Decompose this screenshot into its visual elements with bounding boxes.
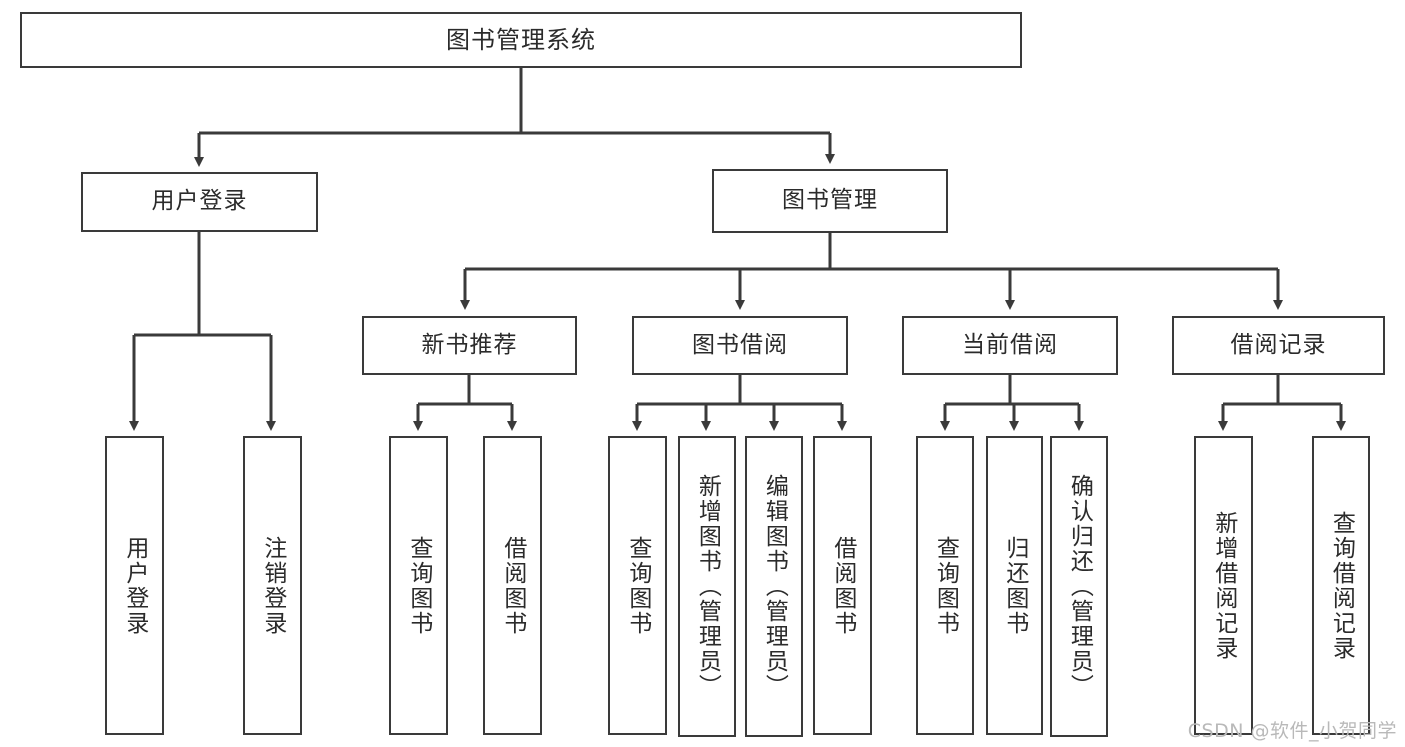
node-borrow-record[interactable]: 借阅记录 xyxy=(1172,316,1385,375)
leaf-query-book-new[interactable]: 查询图书 xyxy=(389,436,448,735)
leaf-edit-book-admin[interactable]: 编辑图书（管理员） xyxy=(745,436,803,737)
node-new-book-recommend[interactable]: 新书推荐 xyxy=(362,316,577,375)
node-current-borrow[interactable]: 当前借阅 xyxy=(902,316,1118,375)
node-book-management[interactable]: 图书管理 xyxy=(712,169,948,233)
leaf-return-book[interactable]: 归还图书 xyxy=(986,436,1043,735)
leaf-user-login[interactable]: 用户登录 xyxy=(105,436,164,735)
leaf-add-book-admin[interactable]: 新增图书（管理员） xyxy=(678,436,736,737)
leaf-logout[interactable]: 注销登录 xyxy=(243,436,302,735)
leaf-query-borrow-record[interactable]: 查询借阅记录 xyxy=(1312,436,1370,735)
leaf-query-book-current[interactable]: 查询图书 xyxy=(916,436,974,735)
leaf-borrow-book[interactable]: 借阅图书 xyxy=(813,436,872,735)
leaf-confirm-return-admin[interactable]: 确认归还（管理员） xyxy=(1050,436,1108,737)
node-user-login[interactable]: 用户登录 xyxy=(81,172,318,232)
node-root-system[interactable]: 图书管理系统 xyxy=(20,12,1022,68)
node-book-borrow[interactable]: 图书借阅 xyxy=(632,316,848,375)
leaf-borrow-book-new[interactable]: 借阅图书 xyxy=(483,436,542,735)
leaf-query-book-borrow[interactable]: 查询图书 xyxy=(608,436,667,735)
csdn-watermark: CSDN @软件_小贺同学 xyxy=(1187,720,1397,742)
leaf-add-borrow-record[interactable]: 新增借阅记录 xyxy=(1194,436,1253,735)
